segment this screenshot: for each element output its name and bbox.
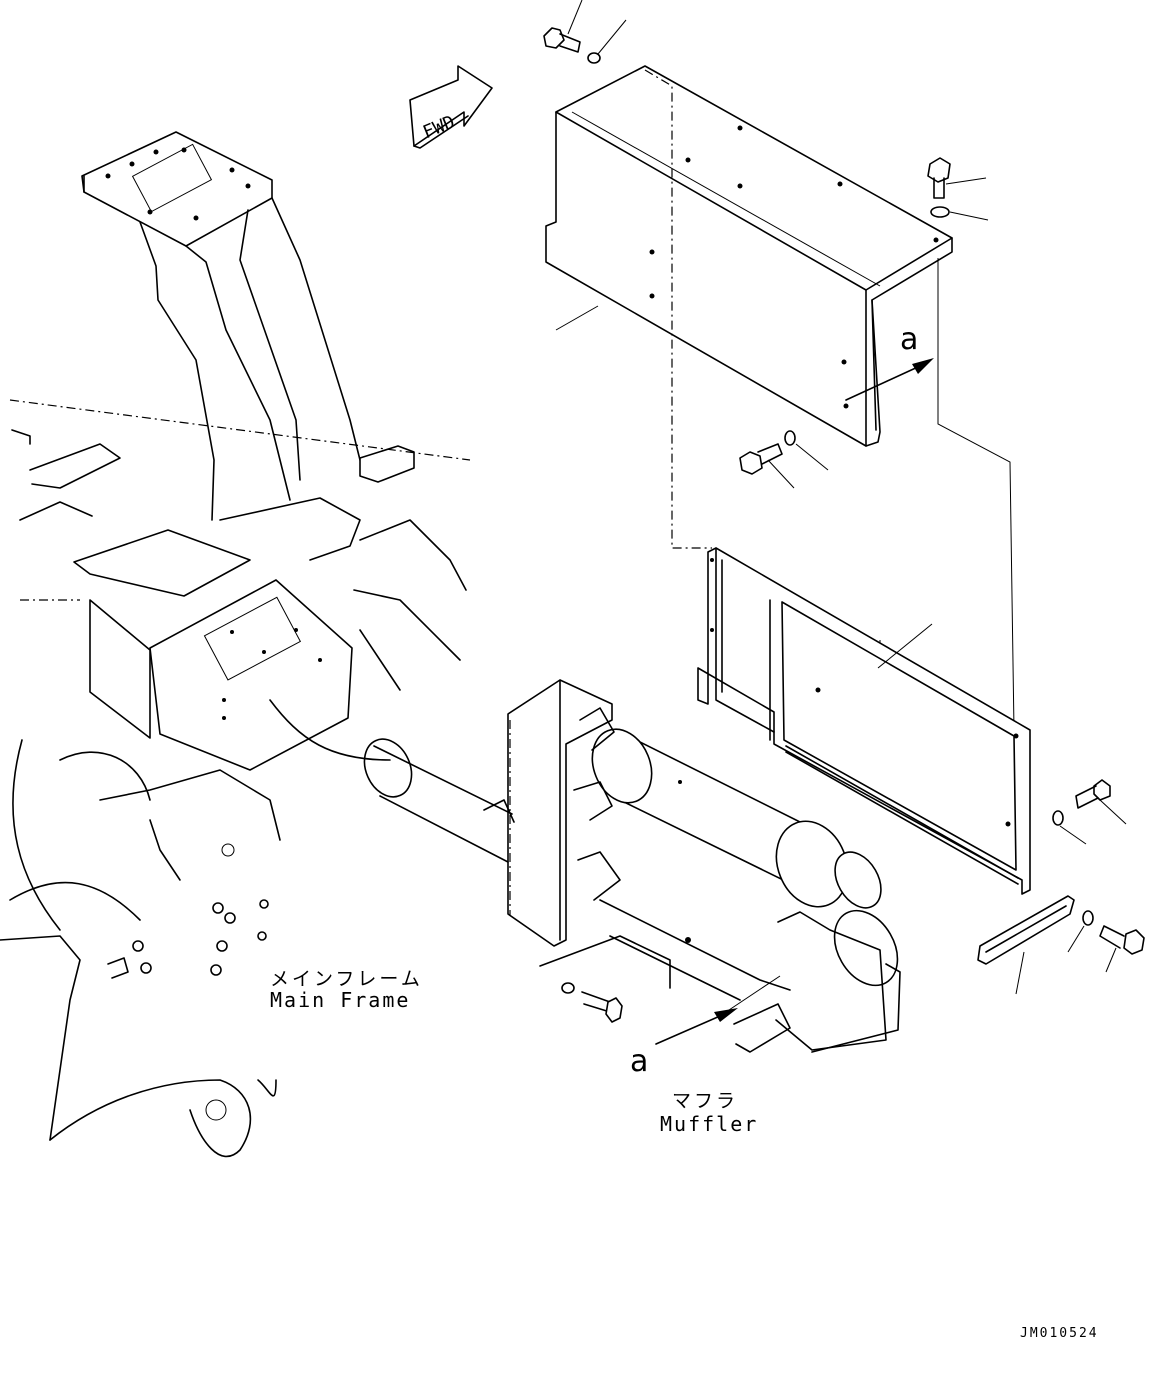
main-frame-part [0, 131, 471, 1158]
upper-cover-part [545, 65, 953, 447]
washer-icon [1067, 910, 1094, 953]
washer-icon [587, 19, 627, 64]
frame-panel-part [697, 547, 1031, 895]
muffler-label-en: Muffler [660, 1112, 759, 1136]
view-reference-lower: a [630, 1044, 649, 1079]
washer-icon [930, 206, 989, 221]
bolt-icon [1075, 779, 1127, 825]
view-arrow-upper-icon [845, 358, 934, 401]
bolt-icon [543, 0, 583, 53]
bolt-icon [927, 157, 987, 199]
drawing-code: JM010524 [1020, 1326, 1099, 1341]
bolt-icon [739, 443, 795, 489]
washer-icon [1052, 810, 1087, 845]
main-frame-label-jp: メインフレーム [270, 968, 423, 990]
bolt-icon [1099, 925, 1145, 973]
main-frame-label-en: Main Frame [270, 988, 411, 1012]
washer-icon [784, 430, 829, 471]
bracket-strip-part [977, 895, 1075, 965]
view-reference-upper: a [900, 322, 919, 357]
view-arrow-lower-icon [655, 1008, 738, 1045]
muffler-assembly [507, 679, 901, 1053]
fwd-arrow-icon: FWD [409, 65, 493, 149]
exhaust-pipe-part [363, 738, 515, 863]
muffler-label-jp: マフラ [672, 1090, 739, 1112]
bolt-icon [561, 982, 623, 1023]
